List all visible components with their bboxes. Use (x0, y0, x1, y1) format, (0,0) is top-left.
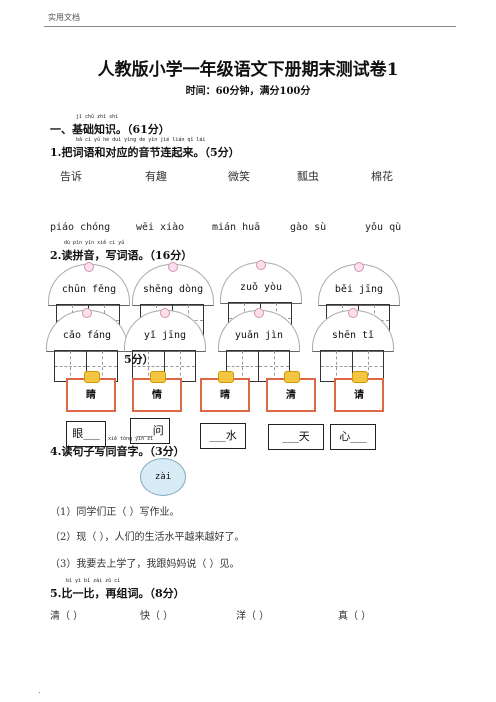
q5-item: 快（ ） (140, 611, 174, 622)
q5-item: 真（ ） (338, 611, 372, 622)
header-rule (44, 26, 456, 27)
answer-box[interactable]: ___天 (268, 424, 324, 450)
q4-sentence: （1）同学们正（ ）写作业。 (50, 507, 180, 518)
q1-word: 告诉 (60, 170, 82, 183)
q1-word: 棉花 (371, 170, 393, 183)
q1-pinyin-option: mián huā (212, 222, 261, 233)
q1-pinyin: bǎ cí yǔ hé duì yìng de yīn jié lián qǐ … (76, 137, 206, 143)
flower-icon (348, 308, 358, 318)
char-tag: 晴 (200, 371, 250, 412)
flower-icon (354, 262, 364, 272)
mushroom-pinyin: cǎo fáng (62, 330, 112, 341)
q4-pinyin: xiě tóng yīn zì (108, 436, 154, 442)
answer-box[interactable]: ___问 (130, 418, 170, 444)
footer-dot: . (38, 686, 41, 695)
document-header-label: 实用文档 (48, 13, 80, 22)
mushroom-card: běi jīng (318, 262, 400, 364)
badge-icon (218, 371, 234, 383)
q4-sentence: （3）我要去上学了，我跟妈妈说（ ）见。 (50, 559, 240, 570)
q1-pinyin-option: wēi xiào (136, 222, 185, 233)
q1-word: 微笑 (228, 170, 250, 183)
q1-pinyin-option: gào sù (290, 222, 327, 233)
q3-score-fragment: 5分） (124, 353, 154, 366)
badge-icon (150, 371, 166, 383)
flower-icon (160, 308, 170, 318)
q5-item: 清（ ） (50, 611, 84, 622)
flower-icon (256, 260, 266, 270)
mushroom-pinyin: zuǒ yòu (239, 282, 283, 293)
mushroom-card: yǐ jīng (124, 308, 206, 410)
char-tag: 请 (334, 371, 384, 412)
q1-word: 有趣 (145, 170, 167, 183)
q4-heading: 4.读句子写同音字。（3分） (50, 445, 185, 458)
q5-pinyin: bǐ yì bǐ zài zǔ cí (66, 578, 121, 584)
q5-heading: 5.比一比，再组词。（8分） (50, 587, 185, 600)
q1-pinyin-option: yǒu qù (365, 222, 402, 233)
flower-icon (82, 308, 92, 318)
mushroom-pinyin: běi jīng (334, 284, 384, 295)
char-tag: 清 (266, 371, 316, 412)
flower-icon (254, 308, 264, 318)
pinyin-bubble: zài (140, 458, 186, 496)
flower-icon (84, 262, 94, 272)
section1-pinyin: jī chǔ zhī shí (76, 114, 119, 120)
answer-box[interactable]: 眼___ (66, 421, 106, 447)
q4-sentence: （2）现（ ），人们的生活水平越来越好了。 (50, 532, 245, 543)
section1-heading: 一、基础知识。（61分） (50, 123, 170, 136)
writing-grid[interactable] (226, 350, 290, 382)
q1-heading: 1.把词语和对应的音节连起来。（5分） (50, 146, 240, 159)
page-subtitle: 时间：60分钟，满分100分 (185, 86, 311, 97)
mushroom-pinyin: chūn fēng (61, 284, 117, 295)
char-tag: 情 (132, 371, 182, 412)
answer-box[interactable]: ___水 (200, 423, 246, 449)
mushroom-pinyin: shēn tǐ (331, 330, 375, 341)
mushroom-card: chūn fēng (48, 262, 130, 364)
answer-box[interactable]: 心___ (330, 424, 376, 450)
page-title: 人教版小学一年级语文下册期末测试卷1 (97, 60, 399, 80)
q2-pinyin: dú pīn yīn xiě cí yǔ (64, 240, 125, 246)
badge-icon (284, 371, 300, 383)
mushroom-pinyin: yǐ jīng (143, 330, 187, 341)
mushroom-pinyin: yuǎn jìn (234, 330, 284, 341)
mushroom-pinyin: shēng dòng (142, 284, 204, 295)
badge-icon (84, 371, 100, 383)
char-tag: 睛 (66, 371, 116, 412)
q5-item: 洋（ ） (236, 611, 270, 622)
flower-icon (168, 262, 178, 272)
mushroom-card: yuǎn jìn (218, 308, 300, 410)
mushroom-card: zuǒ yòu (220, 260, 302, 362)
q1-pinyin-option: piáo chóng (50, 222, 111, 233)
q2-heading: 2.读拼音，写词语。（16分） (50, 249, 193, 262)
q1-word: 瓢虫 (297, 170, 319, 183)
badge-icon (352, 371, 368, 383)
